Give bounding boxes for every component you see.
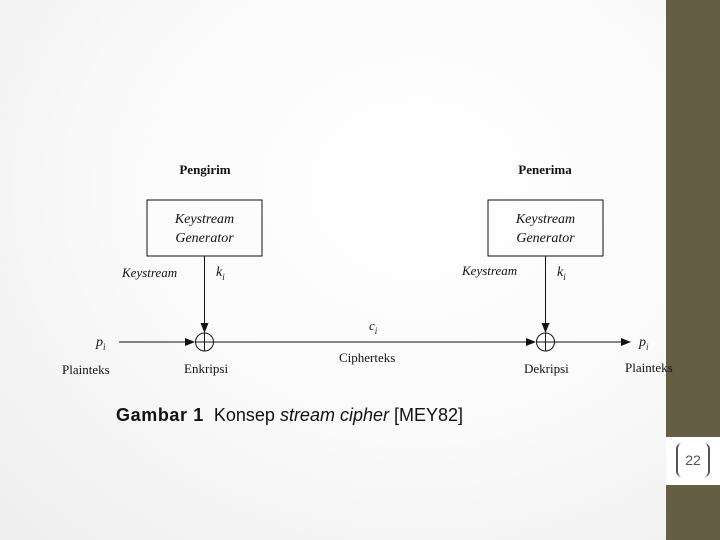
ciphertext-label: Cipherteks [339, 350, 395, 365]
encrypt-xor-symbol [195, 332, 214, 352]
encrypt-label: Enkripsi [184, 361, 228, 376]
page-number-box [666, 437, 720, 485]
sender-title: Pengirim [179, 162, 230, 177]
decrypt-xor-symbol [536, 332, 555, 352]
receiver-key-label: ki [557, 265, 566, 282]
caption-text1: Konsep [213, 405, 275, 425]
plain-out-var: pi [638, 335, 649, 352]
caption-prefix: Gambar 1 [116, 405, 204, 425]
decrypt-label: Dekripsi [524, 361, 569, 376]
caption-text2: [MEY82] [394, 405, 464, 425]
plain-in-var: pi [95, 335, 106, 352]
receiver-keystream-label: Keystream [461, 263, 517, 278]
sender-key-label: ki [216, 265, 225, 282]
cipher-var: ci [369, 318, 378, 336]
receiver-title: Penerima [518, 162, 572, 177]
sender-generator-line2: Generator [175, 231, 234, 246]
receiver-generator-line1: Keystream [515, 212, 575, 227]
sender-keystream-label: Keystream [121, 265, 177, 280]
plaintext-in-label: Plainteks [62, 362, 110, 377]
receiver-generator-box [487, 199, 604, 257]
figure-caption: Gambar 1 Konsep stream cipher [MEY82] [116, 405, 463, 426]
caption-italic: stream cipher [279, 405, 389, 425]
page-number: 22 [676, 443, 710, 477]
receiver-generator-line2: Generator [516, 231, 575, 246]
plaintext-out-label: Plainteks [625, 360, 673, 375]
sender-generator-line1: Keystream [174, 212, 234, 227]
sender-generator-box [146, 199, 263, 257]
